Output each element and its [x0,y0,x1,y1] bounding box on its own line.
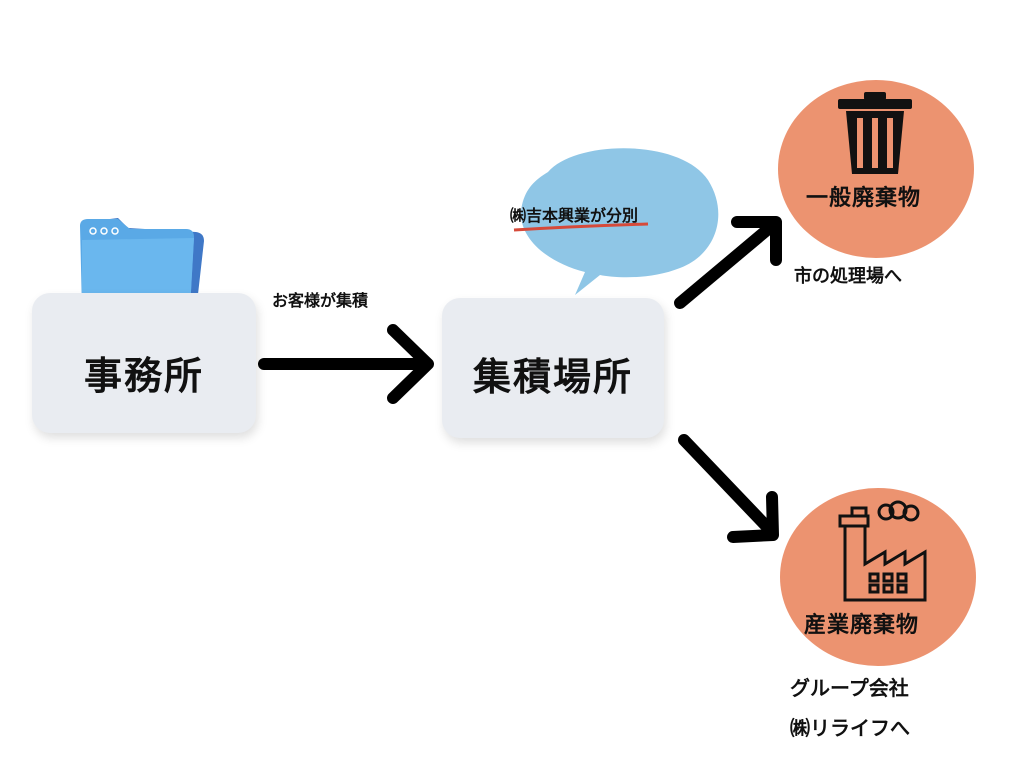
speech-bubble [513,148,719,295]
collection-label: 集積場所 [472,354,633,399]
speech-bubble-text: ㈱吉本興業が分別 [510,206,639,225]
bubble-underline [513,222,649,232]
collection-node: 集積場所 [442,298,664,438]
office-node: 事務所 [32,293,256,433]
arrow-collection-to-industrial [678,434,779,543]
industrial-destination-line2: ㈱リライフへ [790,716,910,740]
factory-icon [838,500,927,602]
arrow-collection-to-general [674,216,782,309]
edge-label-customer-collects: お客様が集積 [272,291,369,310]
general-destination: 市の処理場へ [794,266,902,287]
industrial-destination-line1: グループ会社 [790,676,909,700]
general-waste-label: 一般廃棄物 [806,186,922,211]
industrial-waste-label: 産業廃棄物 [804,613,920,638]
office-label: 事務所 [83,353,204,398]
arrow-office-to-collection [258,324,434,404]
trash-can-icon [838,92,912,174]
